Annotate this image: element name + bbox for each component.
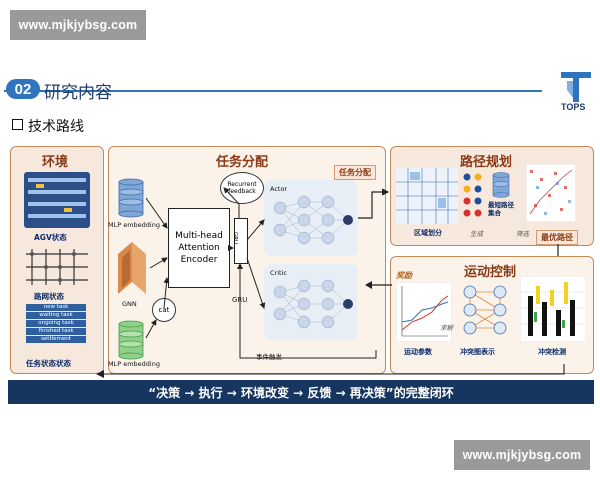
conflict-detect-image xyxy=(520,276,586,342)
task-alloc-tag: 任务分配 xyxy=(334,165,376,180)
task-list-item: ongoing task xyxy=(26,320,86,327)
task-list-item: waiting task xyxy=(26,312,86,319)
recurrent-feedback-label: Recurrent feedback xyxy=(227,181,257,195)
cat-node: cat xyxy=(152,298,176,322)
mlp-embedding-label-2: MLP embedding xyxy=(108,360,160,368)
road-network-image xyxy=(26,249,88,285)
flow-arrow-icon xyxy=(365,281,392,289)
conflict-graph-icon xyxy=(463,285,507,335)
gnn-label: GNN xyxy=(122,300,137,308)
region-map-image xyxy=(396,168,458,224)
solve-label: 求解 xyxy=(440,324,453,332)
critic-network xyxy=(264,264,358,340)
section-title-text: 技术路线 xyxy=(28,119,84,135)
best-path-tag: 最优路径 xyxy=(536,230,578,245)
task-list-item: new task xyxy=(26,304,86,311)
conflict-graph-label: 冲突图表示 xyxy=(460,348,495,356)
actor-nn-icon xyxy=(273,195,353,245)
section-number: 02 xyxy=(6,79,40,99)
task-alloc-title: 任务分配 xyxy=(216,155,269,170)
critic-nn-icon xyxy=(273,279,353,329)
task-alloc-arrows xyxy=(145,187,377,359)
env-title: 环境 xyxy=(42,155,69,170)
task-list-item: settlement xyxy=(26,336,86,343)
section-title: 技术路线 xyxy=(12,116,84,136)
task-list-item: finished task xyxy=(26,328,86,335)
task-list: new task waiting task ongoing task finis… xyxy=(26,304,86,343)
footer-text: “决策 → 执行 → 环境改变 → 反馈 → 再决策”的完整闭环 xyxy=(148,385,454,400)
mlp-embedding-label-1: MLP embedding xyxy=(108,221,160,229)
motion-params-chart xyxy=(396,282,452,342)
path-graph-image xyxy=(526,164,576,222)
conflict-detect-label: 冲突检测 xyxy=(538,348,566,356)
actor-label: Actor xyxy=(270,185,288,193)
reward-label: 奖励 xyxy=(396,271,412,280)
generate-label: 生成 xyxy=(470,230,483,238)
feedback-arrow-icon xyxy=(96,364,565,378)
database-icon xyxy=(492,172,510,198)
agv-label: AGV状态 xyxy=(34,233,67,242)
footer-banner: “决策 → 执行 → 环境改变 → 反馈 → 再决策”的完整闭环 xyxy=(8,380,594,404)
database-icon xyxy=(118,178,144,218)
watermark-top: www.mjkjybsg.com xyxy=(10,10,146,40)
event-trigger-label: 事件触发 xyxy=(256,353,282,361)
path-candidates-icon xyxy=(463,173,482,217)
motion-params-label: 运动参数 xyxy=(404,348,432,356)
gnn-block-icon xyxy=(118,242,146,294)
motion-title: 运动控制 xyxy=(464,265,517,280)
task-status-label: 任务状态状态 xyxy=(26,359,71,368)
filter-label: 筛选 xyxy=(516,230,529,238)
database-icon xyxy=(118,320,144,360)
path-plan-title: 路径规划 xyxy=(460,155,513,170)
header-rule xyxy=(4,90,542,92)
actor-network xyxy=(264,180,358,256)
shortest-set-label: 最短路径集合 xyxy=(488,201,514,217)
page-title: 研究内容 xyxy=(44,83,112,103)
tops-logo-icon xyxy=(561,72,591,102)
region-label: 区域划分 xyxy=(414,229,442,237)
cat-label: cat xyxy=(158,306,170,314)
square-bullet-icon xyxy=(12,119,23,130)
agv-image xyxy=(24,172,90,228)
slide: 02 研究内容 TOPS 技术路线 环境 AGV状态 路网状态 new task… xyxy=(4,68,598,413)
attention-encoder-label: Multi-head Attention Encoder xyxy=(175,231,223,265)
critic-label: Critic xyxy=(270,269,287,277)
attention-encoder-block: Multi-head Attention Encoder xyxy=(168,208,230,288)
logo-text: TOPS xyxy=(561,102,586,112)
road-label: 路网状态 xyxy=(34,292,64,301)
watermark-bottom: www.mjkjybsg.com xyxy=(454,440,590,470)
flow-arrow-icon xyxy=(358,188,390,219)
